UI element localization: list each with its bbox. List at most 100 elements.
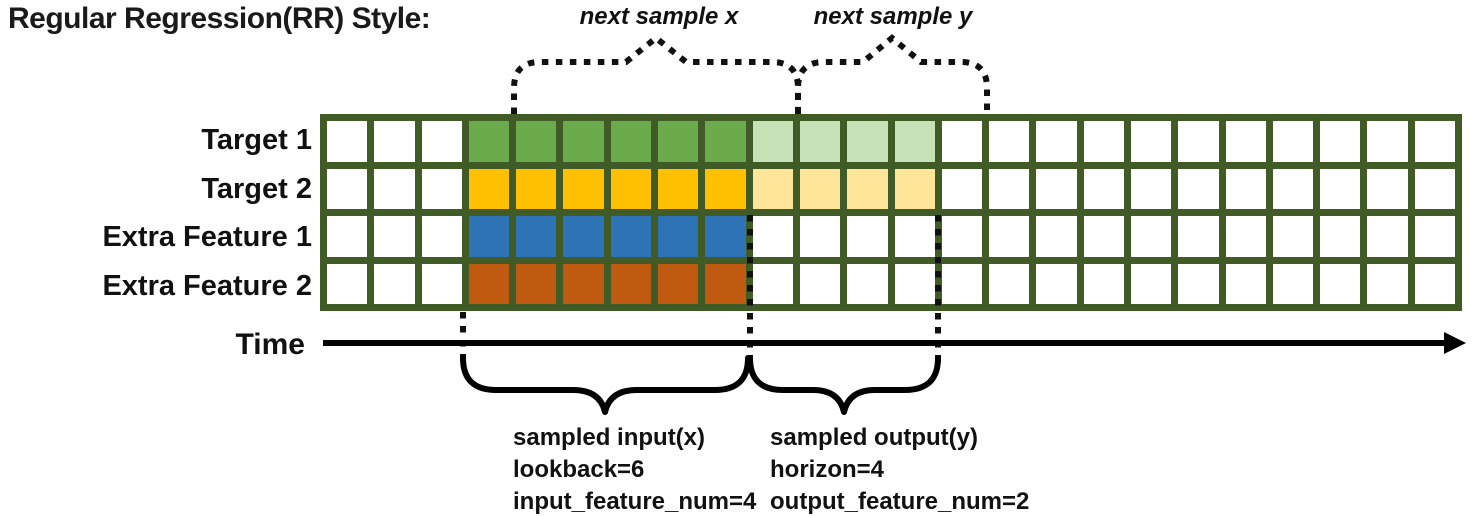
grid-cell [374, 216, 415, 257]
next-sample-y-brace [795, 34, 990, 114]
grid-cell [658, 263, 699, 304]
grid-cell [610, 263, 652, 304]
grid-cell [1178, 168, 1219, 209]
grid-cell [1036, 263, 1077, 304]
next-sample-x-label: next sample x [579, 3, 739, 30]
output-feature-num: output_feature_num=2 [770, 488, 1030, 515]
row-label-target-2: Target 2 [201, 173, 312, 205]
grid-cell [894, 168, 935, 209]
grid-cell [847, 121, 888, 162]
grid-cell [894, 216, 935, 257]
sampled-input-brace [460, 355, 751, 415]
grid-cell [989, 121, 1030, 162]
grid-cell [421, 263, 462, 304]
grid-cell [327, 263, 368, 304]
grid-cell [752, 121, 793, 162]
grid-cell [516, 168, 557, 209]
grid-cell [799, 121, 841, 162]
grid-cell [516, 121, 557, 162]
grid-cell [1367, 121, 1408, 162]
grid-cell [705, 168, 746, 209]
grid-cell [421, 121, 462, 162]
grid-cell [374, 263, 415, 304]
grid-cell [516, 263, 557, 304]
grid-cell [941, 216, 983, 257]
lookback-value: lookback=6 [513, 456, 645, 483]
grid-cell [1414, 168, 1455, 209]
grid-cell [1272, 168, 1314, 209]
grid-cell [421, 168, 462, 209]
row-label-extra-feature-2: Extra Feature 2 [102, 270, 312, 302]
grid-cell [468, 216, 510, 257]
grid-cell [1320, 263, 1361, 304]
grid-cell [1178, 263, 1219, 304]
grid-cell [1414, 263, 1455, 304]
grid-cell [799, 263, 841, 304]
grid-cell [421, 216, 462, 257]
grid-cell [374, 168, 415, 209]
grid-cell [989, 168, 1030, 209]
grid-cell [1272, 263, 1314, 304]
grid-cell [658, 216, 699, 257]
grid-cell [1225, 216, 1266, 257]
grid-cell [1320, 216, 1361, 257]
grid-cell [799, 168, 841, 209]
grid-cell [1225, 121, 1266, 162]
grid-cell [1130, 121, 1172, 162]
grid-cell [752, 216, 793, 257]
row-label-target-1: Target 1 [201, 124, 312, 156]
grid-cell [658, 168, 699, 209]
next-sample-y-label: next sample y [813, 3, 973, 30]
grid-cell [989, 263, 1030, 304]
grid-cell [1083, 263, 1124, 304]
grid-cell [1272, 216, 1314, 257]
sampled-output-brace [747, 355, 941, 415]
grid-cell [1083, 216, 1124, 257]
grid-cell [327, 168, 368, 209]
grid-cell [563, 121, 604, 162]
sampled-output-annotation: sampled output(y) horizon=4 output_featu… [770, 422, 1029, 516]
grid-cell [941, 168, 983, 209]
grid-cell [1414, 216, 1455, 257]
grid-cell [1272, 121, 1314, 162]
grid-cell [1083, 168, 1124, 209]
grid-cell [468, 168, 510, 209]
grid-cell [705, 216, 746, 257]
sampled-input-annotation: sampled input(x) lookback=6 input_featur… [513, 422, 756, 516]
grid-cell [1414, 121, 1455, 162]
grid-cell [1320, 121, 1361, 162]
grid-cell [1367, 263, 1408, 304]
grid-cell [1225, 263, 1266, 304]
grid-cell [1367, 168, 1408, 209]
grid-cell [610, 216, 652, 257]
grid-cell [516, 216, 557, 257]
grid-cell [563, 263, 604, 304]
input-feature-num: input_feature_num=4 [513, 488, 757, 515]
time-arrow-head-icon [1444, 332, 1466, 354]
grid-cell [941, 263, 983, 304]
next-sample-x-brace [511, 34, 801, 114]
grid-cell [1130, 168, 1172, 209]
grid-cell [1130, 263, 1172, 304]
grid-cell [752, 263, 793, 304]
grid-cell [894, 121, 935, 162]
grid-cell [563, 216, 604, 257]
horizon-value: horizon=4 [770, 456, 885, 483]
grid-cell [989, 216, 1030, 257]
grid-cell [374, 121, 415, 162]
grid-cell [1130, 216, 1172, 257]
grid-cell [847, 216, 888, 257]
sampled-input-title: sampled input(x) [513, 424, 706, 451]
timeline-grid [320, 114, 1462, 311]
grid-cell [894, 263, 935, 304]
sampled-output-title: sampled output(y) [770, 424, 978, 451]
grid-cell [1367, 216, 1408, 257]
grid-cell [752, 168, 793, 209]
grid-cell [705, 121, 746, 162]
grid-cell [327, 121, 368, 162]
page-title: Regular Regression(RR) Style: [8, 2, 431, 35]
grid-cell [847, 263, 888, 304]
grid-cell [1036, 216, 1077, 257]
